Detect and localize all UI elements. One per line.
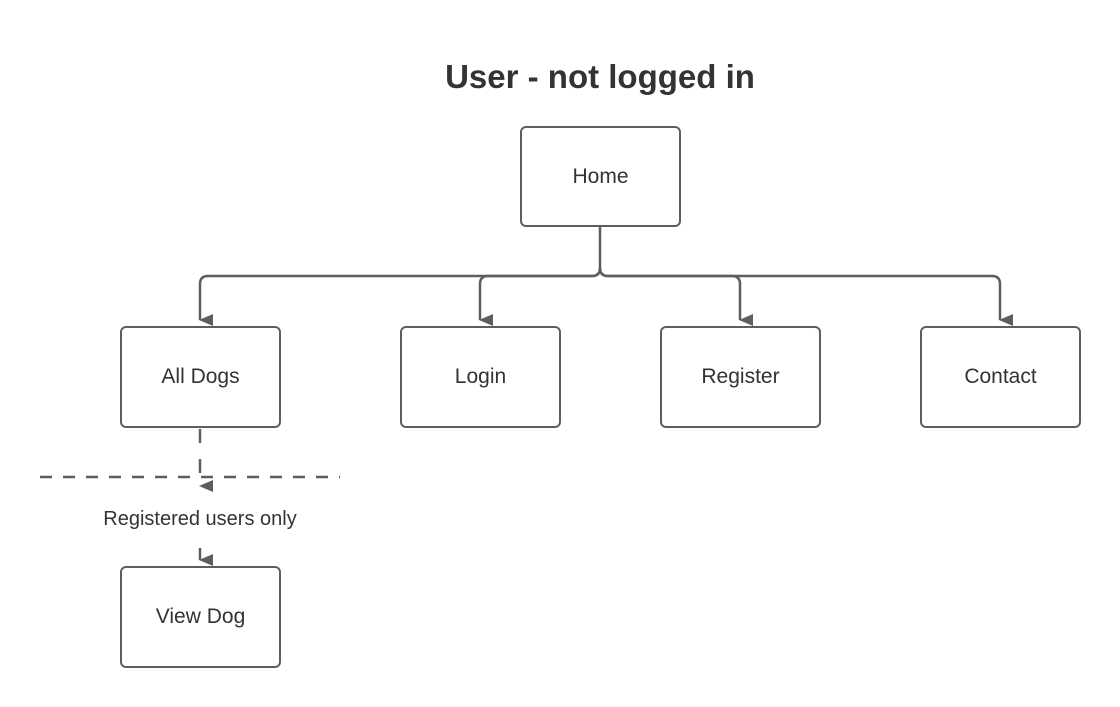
node-home-label: Home [572,164,629,188]
connector-home-trunk [198,227,602,326]
node-home: Home [520,126,681,227]
node-contact: Contact [920,326,1081,428]
node-register-label: Register [701,365,780,388]
node-register: Register [660,326,821,428]
node-contact-label: Contact [964,365,1037,388]
node-all-dogs: All Dogs [120,326,281,428]
connector-home-to-contact [598,267,1013,326]
diagram-title: User - not logged in [445,58,755,95]
connector-home-to-login [478,267,602,326]
separator-label: Registered users only [60,508,340,531]
node-login: Login [400,326,561,428]
node-view-dog-label: View Dog [155,605,246,628]
node-view-dog: View Dog [120,566,281,668]
node-login-label: Login [454,365,507,388]
node-all-dogs-label: All Dogs [161,365,240,388]
